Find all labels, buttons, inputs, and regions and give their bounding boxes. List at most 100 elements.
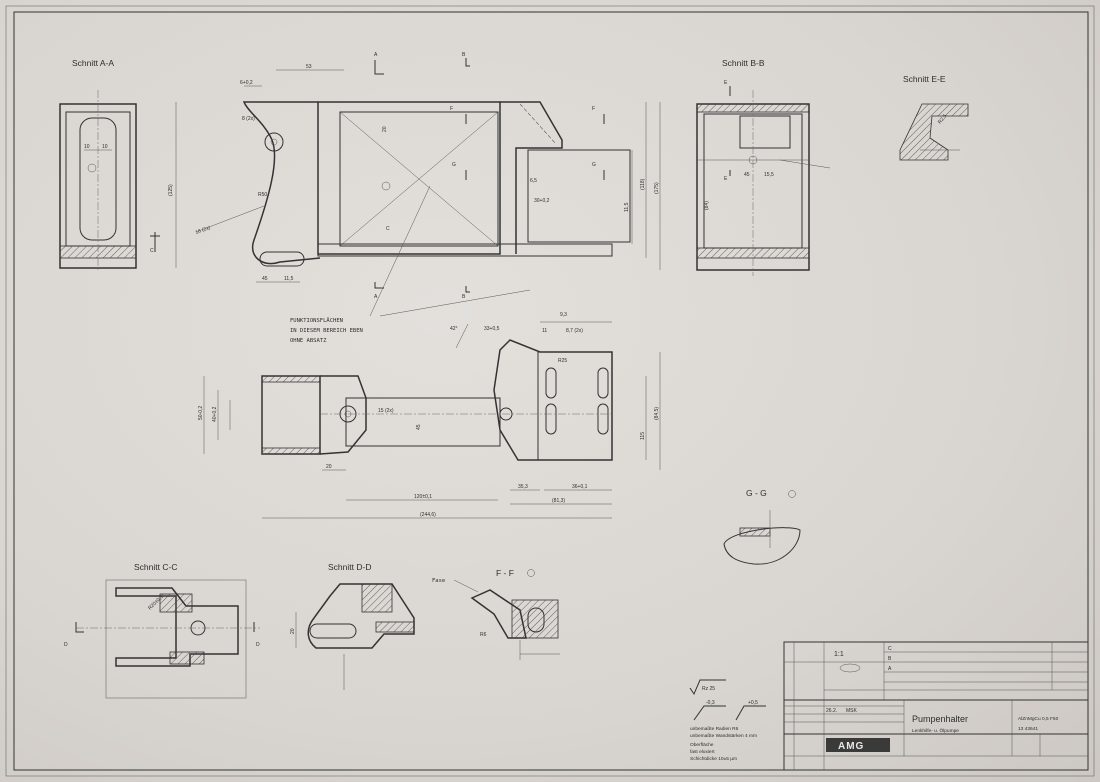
svg-text:(118): (118) (640, 178, 646, 190)
svg-text:9,3: 9,3 (560, 312, 567, 318)
svg-text:A: A (888, 666, 892, 672)
svg-text:fast eloxiert: fast eloxiert (690, 749, 715, 755)
svg-text:(81,3): (81,3) (552, 498, 565, 504)
svg-text:11,5: 11,5 (284, 276, 294, 282)
svg-text:45: 45 (744, 172, 750, 178)
section-ee-view: Schnitt E-E R2,5 (899, 74, 969, 161)
svg-text:Schnitt B-B: Schnitt B-B (722, 58, 765, 68)
section-bb-view: Schnitt B-B 45 15,5 (84) E E (696, 58, 831, 276)
svg-text:E: E (724, 80, 728, 86)
svg-text:8 (2x): 8 (2x) (242, 116, 255, 122)
svg-text:(175): (175) (654, 182, 660, 194)
svg-text:35,3: 35,3 (518, 484, 528, 490)
svg-text:18 (2x): 18 (2x) (195, 225, 212, 236)
svg-text:C: C (386, 226, 390, 232)
svg-text:115: 115 (640, 432, 646, 440)
svg-text:R50: R50 (258, 192, 267, 198)
svg-text:-0,3: -0,3 (706, 700, 715, 706)
svg-text:Pumpenhalter: Pumpenhalter (912, 714, 968, 724)
svg-text:AlZnMgCu 0,5 F50: AlZnMgCu 0,5 F50 (1018, 716, 1059, 722)
svg-text:8,7 (2x): 8,7 (2x) (566, 328, 583, 334)
svg-text:unbemaßte Wandstärken 4 mm: unbemaßte Wandstärken 4 mm (690, 733, 757, 739)
svg-text:B: B (462, 294, 466, 300)
svg-text:Schnitt D-D: Schnitt D-D (328, 562, 371, 572)
svg-text:(244,6): (244,6) (420, 512, 436, 518)
svg-text:13 43641: 13 43641 (1018, 726, 1038, 732)
section-dd-view: Schnitt D-D 20 (290, 562, 415, 690)
svg-text:10: 10 (102, 144, 108, 150)
svg-text:10: 10 (84, 144, 90, 150)
svg-text:Schichtdicke 10±5 µm: Schichtdicke 10±5 µm (690, 756, 737, 762)
svg-text:E: E (724, 176, 728, 182)
svg-text:Lenkhilfe- u. Ölpumpe: Lenkhilfe- u. Ölpumpe (912, 727, 959, 734)
functional-surface-note: FUNKTIONSFLÄCHEN IN DIESEM BEREICH EBEN … (290, 185, 531, 344)
svg-text:11,5: 11,5 (624, 202, 630, 212)
svg-text:R2,5: R2,5 (937, 113, 949, 125)
svg-text:(84): (84) (704, 201, 710, 210)
svg-text:45: 45 (416, 424, 422, 430)
svg-text:30+0,2: 30+0,2 (534, 198, 550, 204)
svg-text:Fase: Fase (432, 578, 445, 584)
outer-border (5, 5, 1095, 777)
company-logo: AMG (838, 741, 864, 752)
svg-text:G - G: G - G (746, 488, 767, 498)
svg-text:53: 53 (306, 64, 312, 70)
svg-text:26.2.: 26.2. (826, 708, 837, 714)
svg-text:20: 20 (290, 628, 296, 634)
svg-text:6,5: 6,5 (530, 178, 537, 184)
svg-text:FUNKTIONSFLÄCHEN: FUNKTIONSFLÄCHEN (290, 317, 343, 324)
svg-text:G: G (592, 162, 596, 168)
svg-text:(84,5): (84,5) (654, 407, 660, 420)
svg-text:C: C (150, 248, 154, 254)
svg-text:D: D (256, 642, 260, 648)
top-view: 42° 33+0,5 11 8,7 (2x) 9,3 R25 15 (2x) 4… (198, 312, 661, 519)
svg-text:Schnitt C-C: Schnitt C-C (134, 562, 177, 572)
svg-text:120±0,1: 120±0,1 (414, 494, 432, 500)
svg-text:B: B (888, 656, 892, 662)
svg-text:unbemaßte Radien R6: unbemaßte Radien R6 (690, 726, 739, 732)
drawing-border (13, 11, 1089, 771)
section-ff-view: F - F Fase R6 (432, 568, 560, 660)
svg-text:45: 45 (262, 276, 268, 282)
general-notes: Rz 25 -0,3 +0,5 unbemaßte Radien R6 unbe… (689, 679, 766, 762)
svg-text:15 (2x): 15 (2x) (378, 408, 394, 414)
svg-text:Schnitt E-E: Schnitt E-E (903, 74, 946, 84)
svg-text:IN DIESEM BEREICH EBEN: IN DIESEM BEREICH EBEN (290, 328, 363, 334)
svg-text:R25: R25 (558, 358, 567, 364)
front-view: 53 6+0,2 8 (2x) (125) (175) (118) 11,5 4… (168, 52, 661, 300)
svg-text:36+0,1: 36+0,1 (572, 484, 588, 490)
svg-text:R6: R6 (480, 632, 487, 638)
svg-text:D: D (64, 642, 68, 648)
svg-text:+0,5: +0,5 (748, 700, 758, 706)
svg-text:42°: 42° (450, 326, 458, 332)
svg-text:A: A (374, 52, 378, 58)
svg-text:Oberfläche: Oberfläche (690, 742, 714, 748)
svg-text:F - F: F - F (496, 568, 514, 578)
section-aa-view: Schnitt A-A 10 10 C (59, 58, 160, 272)
svg-text:MSK: MSK (846, 708, 858, 714)
svg-text:(125): (125) (168, 184, 174, 196)
svg-text:OHNE ABSATZ: OHNE ABSATZ (290, 338, 327, 344)
svg-text:Rz 25: Rz 25 (702, 686, 715, 692)
svg-text:A: A (374, 294, 378, 300)
svg-text:15,5: 15,5 (764, 172, 774, 178)
company-logo-bg (826, 738, 890, 752)
section-cc-view: Schnitt C-C D D R20±0,1 (64, 562, 260, 699)
svg-text:40+0,2: 40+0,2 (212, 406, 218, 422)
svg-text:6+0,2: 6+0,2 (240, 80, 253, 86)
svg-text:1:1: 1:1 (834, 651, 844, 658)
section-gg-view: G - G (723, 488, 801, 565)
svg-text:B: B (462, 52, 466, 58)
svg-text:G: G (452, 162, 456, 168)
svg-text:50-0,2: 50-0,2 (198, 406, 204, 420)
svg-text:F: F (450, 106, 453, 112)
section-aa-title: Schnitt A-A (72, 58, 114, 68)
svg-text:33+0,5: 33+0,5 (484, 326, 500, 332)
svg-text:20: 20 (382, 126, 388, 132)
svg-text:C: C (888, 646, 892, 652)
svg-text:20: 20 (326, 464, 332, 470)
title-block: 1:1 C B A 26.2. MSK Pumpenhalter Lenkhil… (783, 641, 1089, 771)
svg-text:F: F (592, 106, 595, 112)
